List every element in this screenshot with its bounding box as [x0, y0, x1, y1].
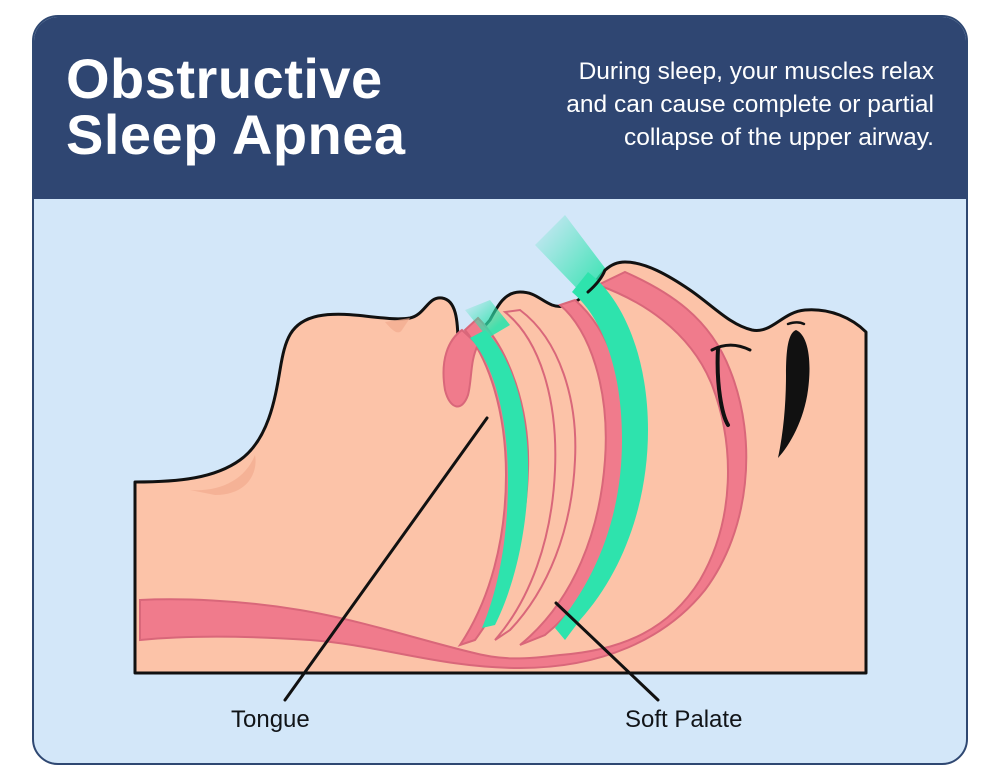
description: During sleep, your muscles relax and can…	[494, 55, 934, 154]
tongue-leader-line	[283, 416, 489, 702]
soft-palate-leader-line	[554, 601, 660, 702]
head-silhouette	[133, 260, 868, 675]
title-line-2: Sleep Apnea	[66, 103, 406, 166]
description-line-2: and can cause complete or partial	[566, 91, 934, 118]
airflow	[465, 215, 648, 640]
eye	[710, 321, 810, 458]
label-tongue: Tongue	[231, 706, 310, 733]
label-soft-palate: Soft Palate	[625, 706, 743, 733]
description-line-3: collapse of the upper airway.	[623, 124, 934, 151]
page-title: Obstructive Sleep Apnea	[66, 51, 406, 163]
header-banner: Obstructive Sleep Apnea During sleep, yo…	[34, 17, 966, 199]
title-line-1: Obstructive	[66, 47, 383, 110]
description-line-1: During sleep, your muscles relax	[578, 58, 934, 85]
